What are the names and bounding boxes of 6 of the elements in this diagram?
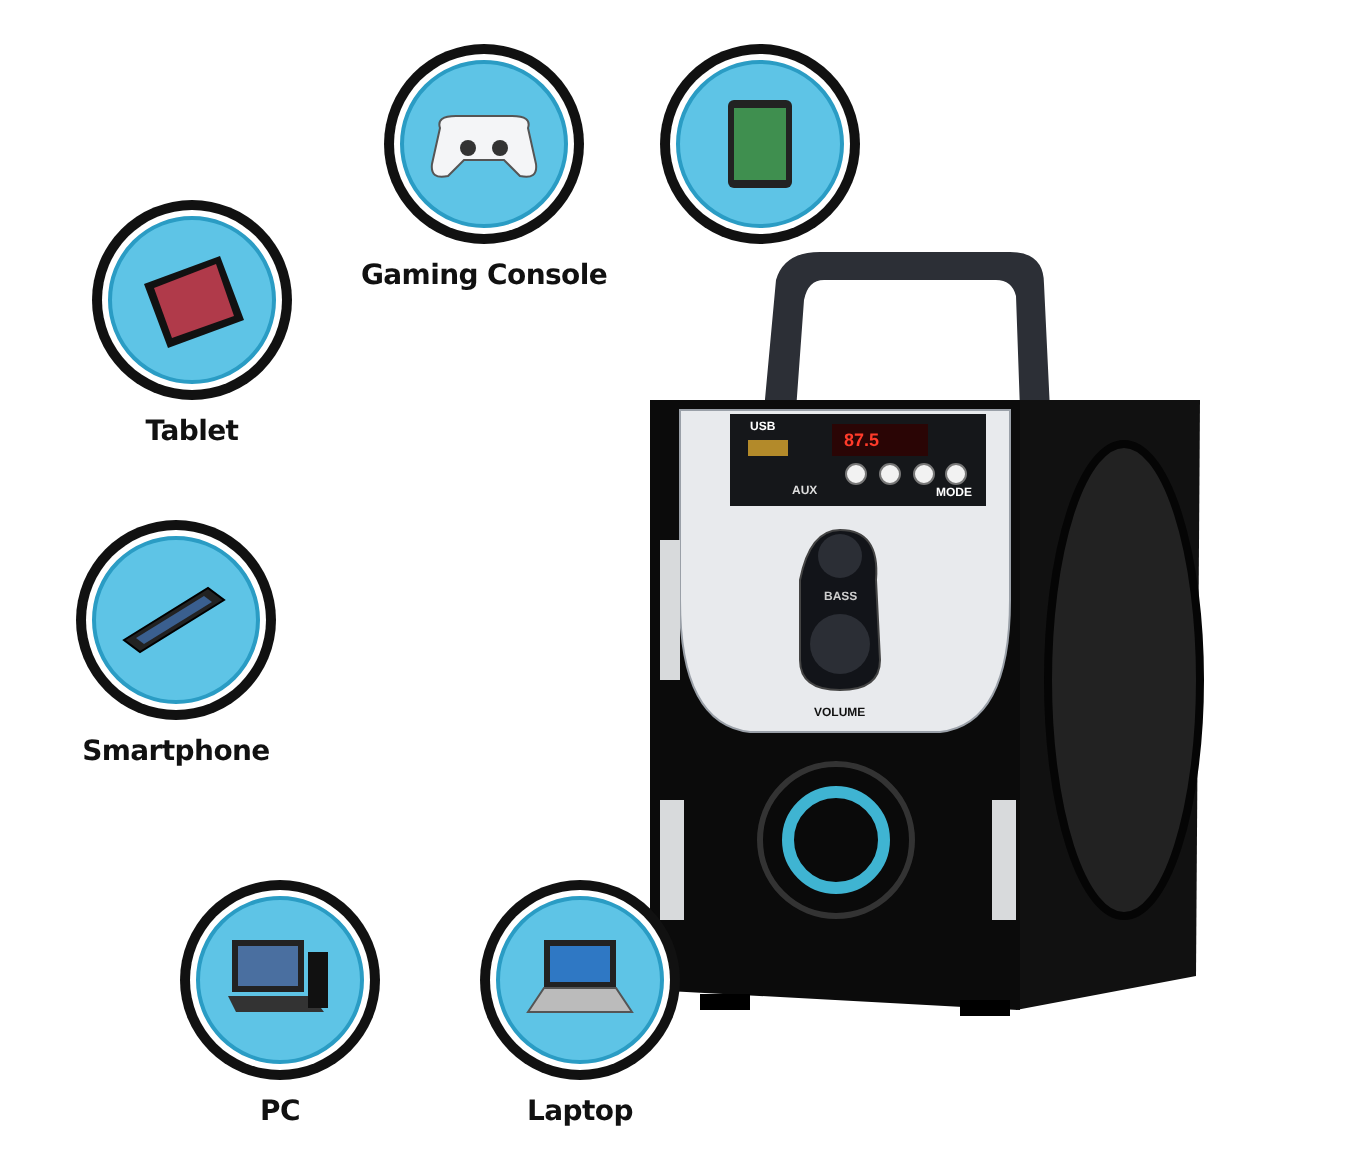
device-label: Smartphone — [82, 736, 270, 768]
control-label: 87.5 — [844, 432, 880, 450]
device-label: Tablet — [145, 416, 239, 448]
device-label: PC — [260, 1096, 300, 1128]
device-label: Gaming Console — [360, 260, 608, 292]
device-label: Laptop — [527, 1096, 633, 1128]
